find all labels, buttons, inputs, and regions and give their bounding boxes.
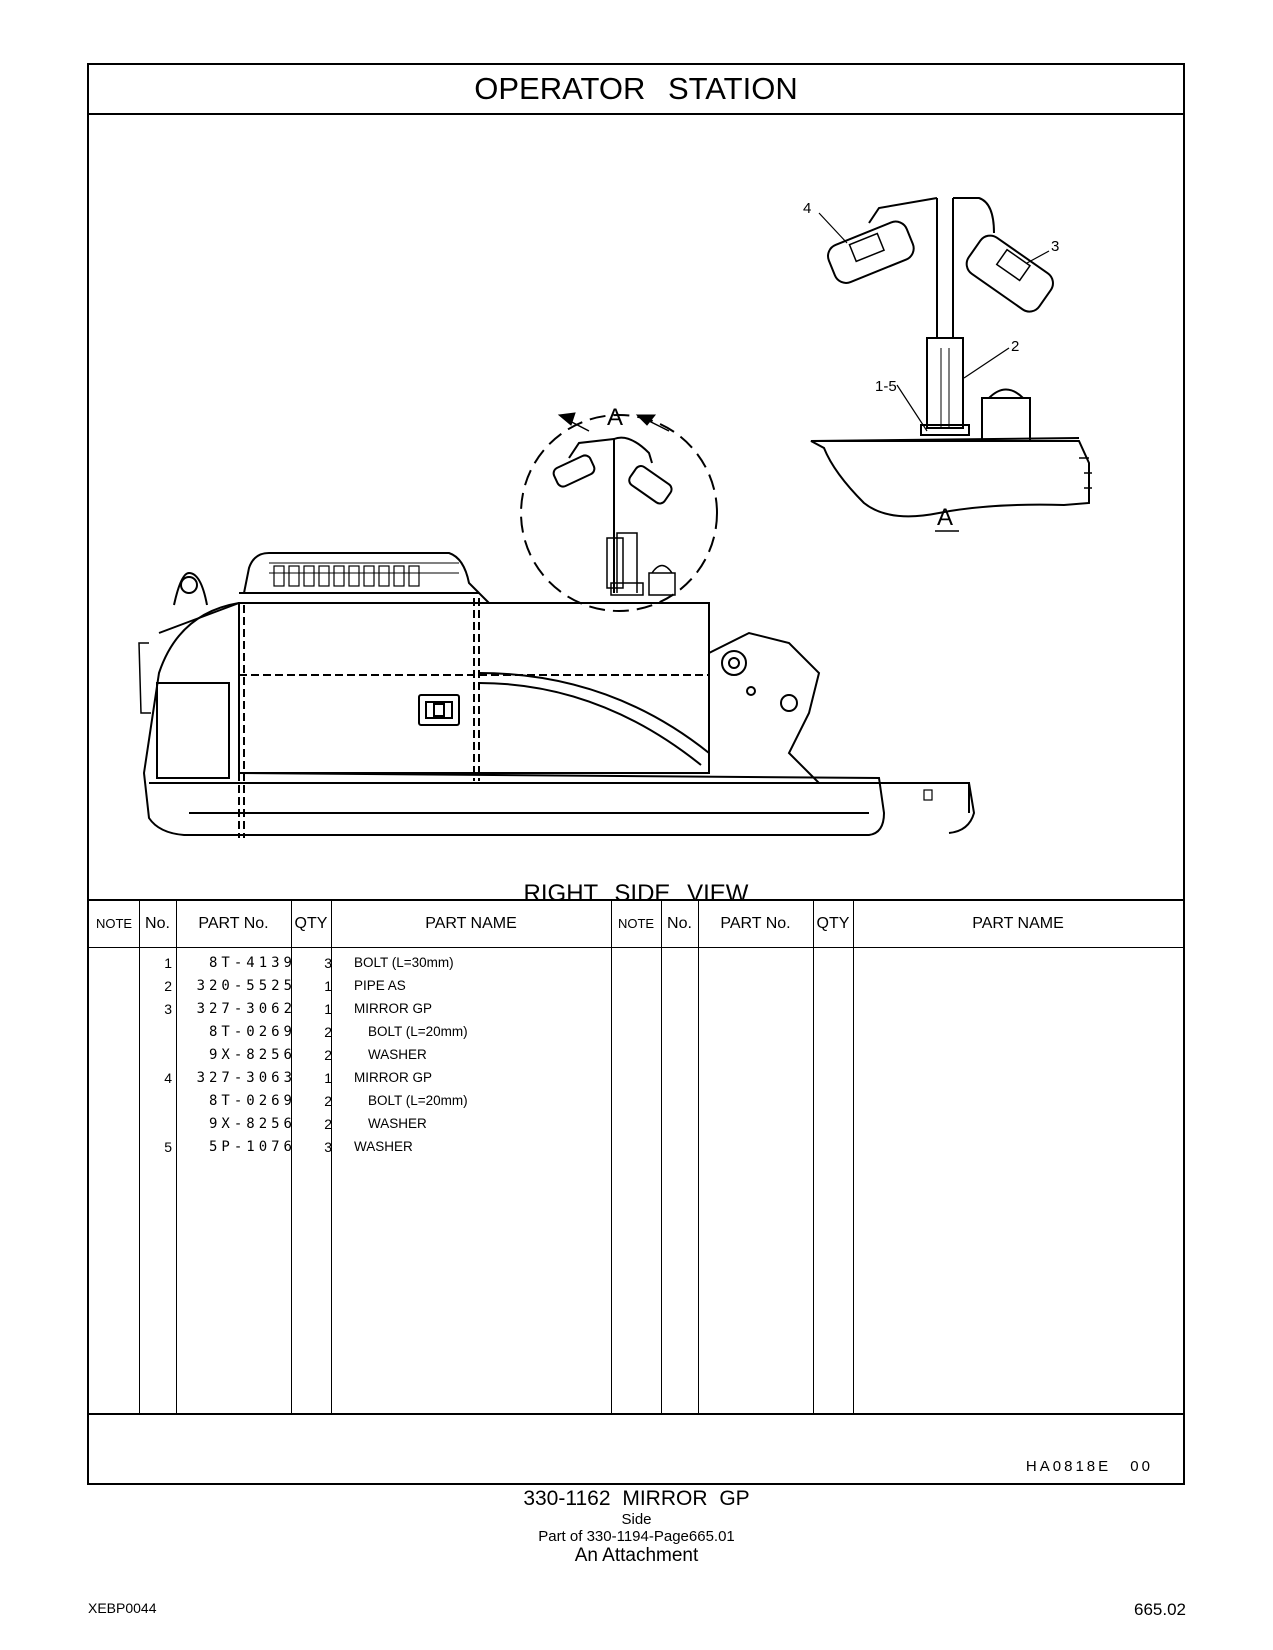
- page-number: 665.02: [1134, 1600, 1186, 1619]
- parts-illustration: 4 3 2 1-5 A A: [138, 197, 1092, 838]
- callout-3: 3: [1051, 238, 1059, 255]
- part-quantity: 2: [324, 1024, 332, 1040]
- part-quantity: 1: [324, 1070, 332, 1086]
- part-number: 9X-8256: [208, 1116, 296, 1132]
- group-subtitle: Side: [621, 1511, 652, 1528]
- part-number: 8T-4139: [208, 955, 296, 971]
- part-number-index: 5: [164, 1139, 172, 1155]
- part-number: 5P-1076: [208, 1139, 296, 1155]
- col-part-no-2: PART No.: [720, 915, 791, 932]
- part-number-index: 4: [164, 1070, 172, 1086]
- part-number: 8T-0269: [208, 1024, 296, 1040]
- part-number: 320-5525: [196, 978, 296, 994]
- part-row: 1 8T-4139 3 BOLT (L=30mm): [89, 955, 1183, 978]
- part-row: 3 327-3062 1 MIRROR GP: [89, 1001, 1183, 1024]
- part-row: 4 327-3063 1 MIRROR GP: [89, 1070, 1183, 1093]
- col-qty: QTY: [294, 915, 328, 932]
- col-part-no: PART No.: [198, 915, 269, 932]
- part-number: 8T-0269: [208, 1093, 296, 1109]
- detail-label-circle: A: [607, 404, 623, 431]
- page-frame: OPERATOR STATION: [87, 63, 1185, 1485]
- part-name: WASHER: [354, 1139, 413, 1154]
- part-quantity: 2: [324, 1093, 332, 1109]
- callout-2: 2: [1011, 338, 1019, 355]
- part-name: BOLT (L=20mm): [368, 1093, 468, 1108]
- part-row: 5 5P-1076 3 WASHER: [89, 1139, 1183, 1162]
- col-note: NOTE: [95, 916, 133, 931]
- callout-4: 4: [803, 200, 811, 217]
- attachment-label: An Attachment: [574, 1545, 699, 1566]
- group-title: 330-1162 MIRROR GP: [523, 1487, 750, 1510]
- part-name: BOLT (L=30mm): [354, 955, 454, 970]
- machine-outline: [138, 532, 976, 838]
- part-number-index: 2: [164, 978, 172, 994]
- part-row: 9X-8256 2 WASHER: [89, 1047, 1183, 1070]
- part-quantity: 1: [324, 978, 332, 994]
- part-quantity: 1: [324, 1001, 332, 1017]
- parts-table-header: NOTE No. PART No. QTY PART NAME NOTE No.…: [89, 899, 1183, 948]
- part-name: BOLT (L=20mm): [368, 1024, 468, 1039]
- part-number-index: 3: [164, 1001, 172, 1017]
- page-title: OPERATOR STATION: [89, 65, 1183, 115]
- part-row: 9X-8256 2 WASHER: [89, 1116, 1183, 1139]
- detail-circle: [520, 412, 718, 612]
- col-no-2: No.: [667, 915, 692, 932]
- part-quantity: 3: [324, 1139, 332, 1155]
- col-note-2: NOTE: [617, 916, 655, 931]
- callout-1-5: 1-5: [875, 378, 897, 395]
- part-name: WASHER: [368, 1047, 427, 1062]
- part-quantity: 2: [324, 1047, 332, 1063]
- table-footer: HA0818E 00: [89, 1413, 1183, 1487]
- part-of-reference: Part of 330-1194-Page665.01: [538, 1528, 735, 1545]
- col-no: No.: [145, 915, 170, 932]
- detail-label-view: A: [937, 504, 953, 531]
- detail-a-view: [810, 197, 1092, 518]
- part-quantity: 2: [324, 1116, 332, 1132]
- part-name: WASHER: [368, 1116, 427, 1131]
- part-name: PIPE AS: [354, 978, 406, 993]
- part-row: 2 320-5525 1 PIPE AS: [89, 978, 1183, 1001]
- part-number: 327-3062: [196, 1001, 296, 1017]
- doc-code: XEBP0044: [88, 1600, 157, 1616]
- illustration-ref-code: HA0818E 00: [1025, 1458, 1153, 1475]
- col-part-name: PART NAME: [425, 915, 517, 932]
- part-name: MIRROR GP: [354, 1070, 433, 1085]
- part-number: 9X-8256: [208, 1047, 296, 1063]
- part-row: 8T-0269 2 BOLT (L=20mm): [89, 1024, 1183, 1047]
- col-qty-2: QTY: [816, 915, 850, 932]
- part-number-index: 1: [164, 955, 172, 971]
- part-row: 8T-0269 2 BOLT (L=20mm): [89, 1093, 1183, 1116]
- part-name: MIRROR GP: [354, 1001, 433, 1016]
- part-quantity: 3: [324, 955, 332, 971]
- view-caption: RIGHT SIDE VIEW: [523, 880, 749, 907]
- col-part-name-2: PART NAME: [972, 915, 1064, 932]
- part-number: 327-3063: [196, 1070, 296, 1086]
